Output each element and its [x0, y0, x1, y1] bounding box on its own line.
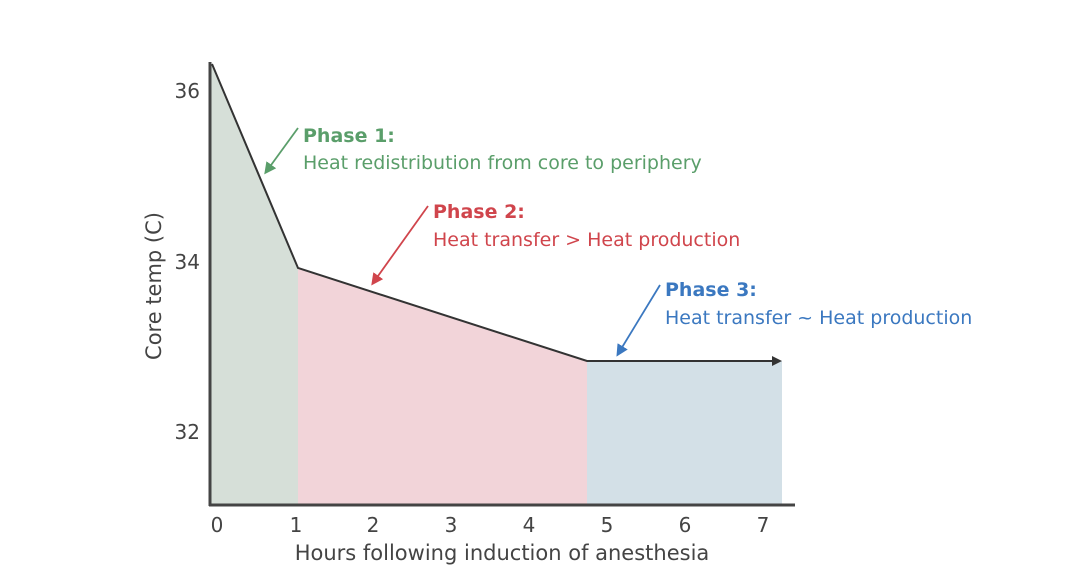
x-tick-3: 3 — [445, 513, 458, 537]
phase1-area — [211, 64, 298, 504]
x-tick-2: 2 — [367, 513, 380, 537]
y-tick-34: 34 — [175, 250, 200, 274]
phase3-arrow-icon — [616, 284, 661, 357]
x-tick-4: 4 — [523, 513, 536, 537]
phase1-arrow-icon — [264, 127, 299, 175]
y-axis-label: Core temp (C) — [142, 212, 166, 360]
x-axis-label: Hours following induction of anesthesia — [295, 541, 710, 565]
phase3-title: Phase 3: — [665, 279, 757, 301]
phase2-description: Heat transfer > Heat production — [433, 229, 740, 251]
temperature-line — [211, 63, 782, 366]
phase3-area — [587, 361, 782, 504]
x-tick-0: 0 — [211, 513, 224, 537]
y-tick-36: 36 — [175, 79, 200, 103]
phase3-description: Heat transfer ~ Heat production — [665, 307, 972, 329]
x-tick-6: 6 — [679, 513, 692, 537]
x-tick-1: 1 — [290, 513, 303, 537]
phase2-arrow-icon — [371, 205, 429, 286]
x-tick-5: 5 — [601, 513, 614, 537]
x-tick-7: 7 — [757, 513, 770, 537]
phase1-title: Phase 1: — [303, 125, 395, 147]
phase1-description: Heat redistribution from core to periphe… — [303, 152, 702, 174]
phase2-area — [298, 268, 587, 504]
y-tick-32: 32 — [175, 420, 200, 444]
phase2-title: Phase 2: — [433, 201, 525, 223]
